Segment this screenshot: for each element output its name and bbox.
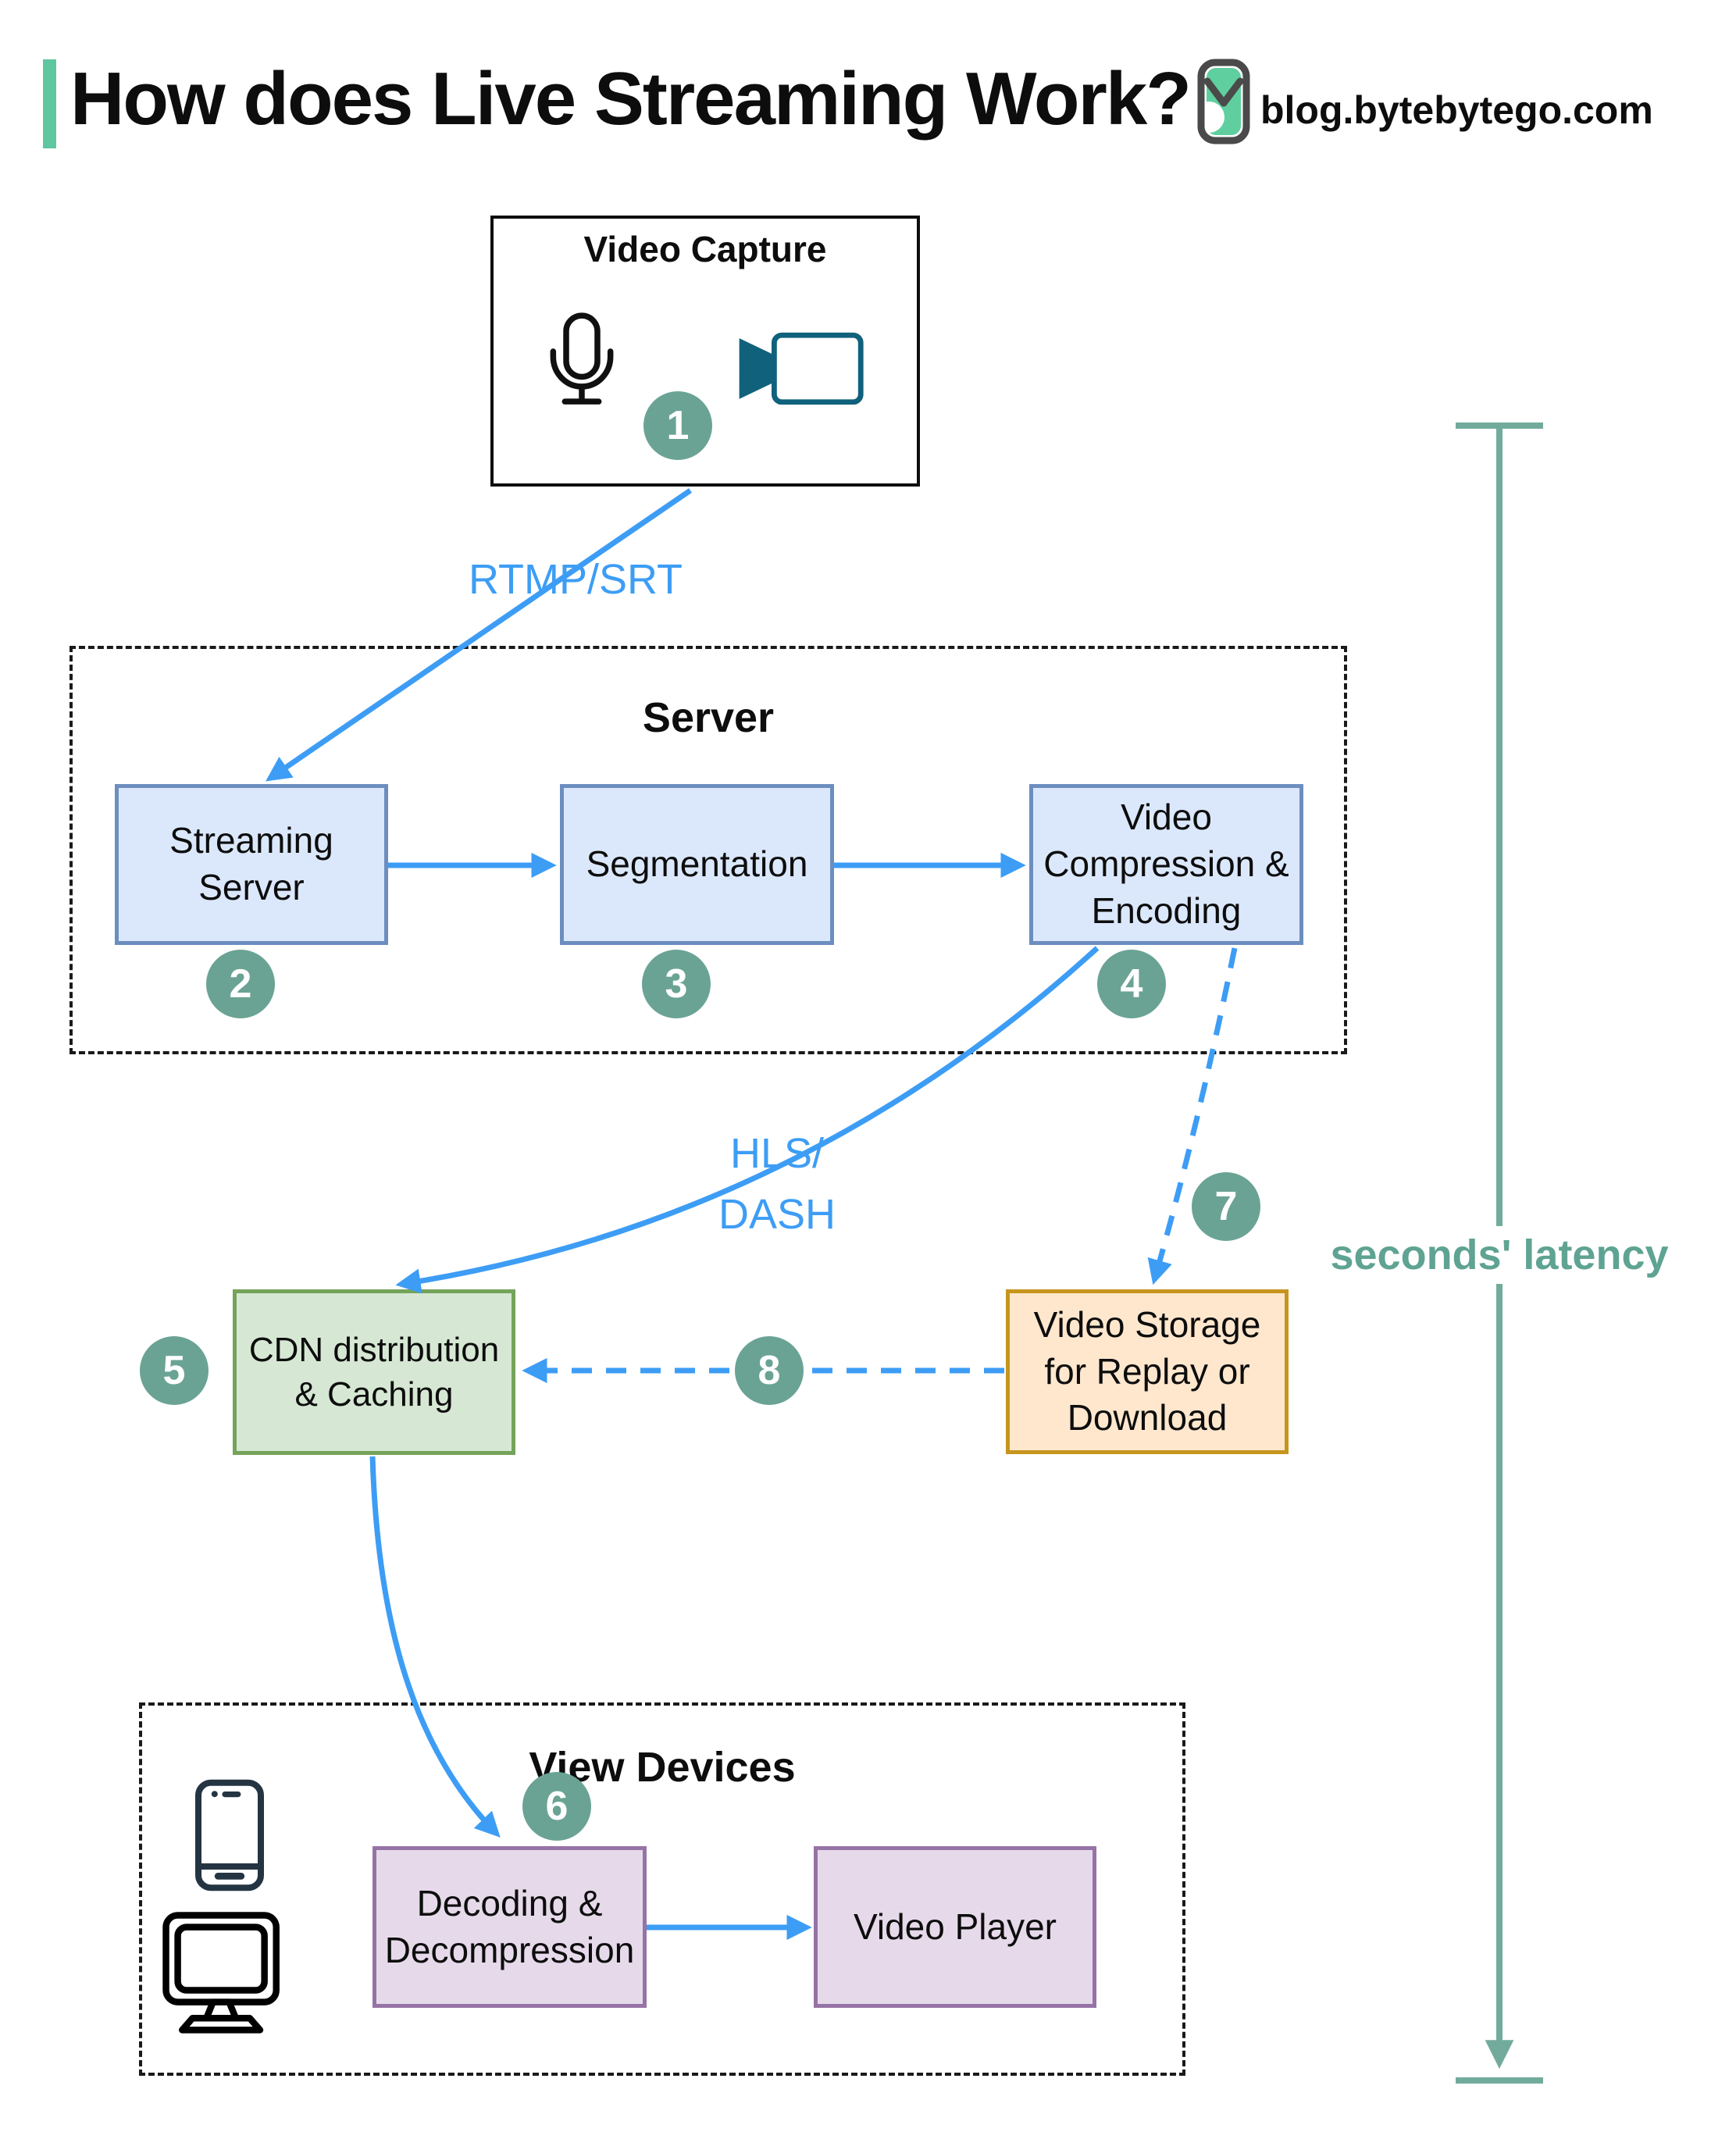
edge-label-hls-dash: HLS/ DASH: [718, 1130, 836, 1239]
node-video-capture-label: Video Capture: [583, 229, 827, 269]
node-video-player: Video Player: [814, 1846, 1096, 2008]
node-segmentation: Segmentation: [560, 784, 834, 945]
step-badge-2: 2: [206, 950, 275, 1018]
node-video-storage: Video Storage for Replay or Download: [1006, 1289, 1289, 1454]
node-decoding: Decoding & Decompression: [373, 1846, 647, 2008]
bytebytego-logo-icon: [1193, 58, 1251, 145]
video-camera-icon: [730, 330, 867, 408]
smartphone-icon: [192, 1767, 267, 1904]
title-accent-bar: [43, 59, 56, 148]
node-streaming-server: Streaming Server: [115, 784, 388, 945]
group-view-devices: [139, 1702, 1185, 2076]
page-title: How does Live Streaming Work?: [70, 57, 1192, 141]
step-badge-8: 8: [735, 1336, 804, 1405]
group-server-label: Server: [642, 694, 775, 741]
step-badge-3: 3: [642, 950, 711, 1018]
node-video-compression: Video Compression & Encoding: [1029, 784, 1303, 945]
monitor-icon: [160, 1909, 285, 2034]
group-view-devices-label: View Devices: [529, 1744, 796, 1791]
step-badge-6: 6: [522, 1772, 591, 1841]
edge-label-rtmp-srt: RTMP/SRT: [468, 556, 683, 603]
node-cdn: CDN distribution & Caching: [233, 1289, 515, 1455]
step-badge-5: 5: [140, 1336, 209, 1405]
site-url: blog.bytebytego.com: [1260, 88, 1653, 132]
step-badge-1: 1: [643, 391, 712, 460]
microphone-icon: [543, 305, 621, 418]
step-badge-7: 7: [1192, 1172, 1260, 1241]
step-badge-4: 4: [1097, 950, 1166, 1018]
latency-label: seconds' latency: [1299, 1226, 1700, 1284]
